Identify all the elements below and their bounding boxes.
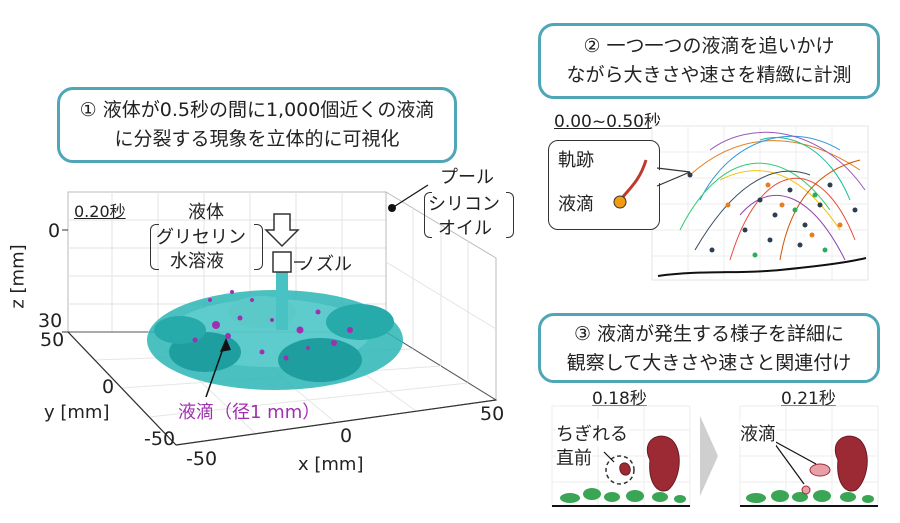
- snapshot-left-label-line2: 直前: [556, 444, 592, 470]
- y-tick-neg50: -50: [144, 428, 176, 450]
- x-axis-label: x [mm]: [298, 454, 364, 475]
- liquid-type-bracket-right: [254, 224, 263, 270]
- tracking-legend: [548, 140, 660, 230]
- y-tick-50: 50: [40, 329, 65, 351]
- callout-visualization: ① 液体が0.5秒の間に1,000個近くの液滴 に分裂する現象を立体的に可視化: [57, 87, 457, 163]
- callout-observation-line2: 観察して大きさや速さと関連付け: [566, 352, 852, 374]
- z-tick-0: 0: [48, 220, 61, 242]
- pool-type-line2: オイル: [438, 218, 492, 239]
- y-tick-0: 0: [102, 376, 115, 398]
- legend-droplet-label: 液滴: [558, 194, 594, 215]
- snapshot-right-label: 液滴: [740, 420, 776, 446]
- pool-type-bracket-right: [506, 192, 514, 238]
- liquid-type-line2: 水溶液: [170, 251, 224, 272]
- callout-visualization-line2: に分裂する現象を立体的に可視化: [114, 128, 400, 150]
- nozzle-label: ノズル: [298, 254, 352, 275]
- y-axis-label: y [mm]: [44, 402, 110, 423]
- callout-observation: ③ 液滴が発生する様子を詳細に 観察して大きさや速さと関連付け: [538, 313, 880, 383]
- callout-tracking-line2: ながら大きさや速さを精緻に計測: [566, 64, 852, 86]
- x-tick-neg50: -50: [186, 448, 218, 470]
- pool-type-bracket-left: [424, 192, 432, 238]
- x-tick-50: 50: [480, 403, 505, 425]
- main-plot-time: 0.20秒: [74, 202, 126, 221]
- snapshot-left-time: 0.18秒: [592, 389, 647, 409]
- callout-tracking: ② 一つ一つの液滴を追いかけ ながら大きさや速さを精緻に計測: [538, 23, 880, 99]
- liquid-type-bracket-left: [150, 224, 159, 270]
- liquid-type-line1: グリセリン: [156, 227, 246, 248]
- pool-type-line1: シリコン: [428, 194, 500, 215]
- callout-visualization-line1: ① 液体が0.5秒の間に1,000個近くの液滴: [79, 99, 435, 121]
- callout-tracking-line1: ② 一つ一つの液滴を追いかけ: [583, 35, 835, 57]
- x-tick-0: 0: [340, 425, 353, 447]
- snapshot-right-time: 0.21秒: [781, 389, 836, 409]
- tracking-plot-time: 0.00~0.50秒: [554, 112, 661, 132]
- callout-observation-line1: ③ 液滴が発生する様子を詳細に: [573, 323, 845, 345]
- legend-trajectory-label: 軌跡: [558, 150, 594, 171]
- pool-label: プール: [440, 167, 494, 188]
- droplet-label: 液滴（径1 mm）: [178, 402, 321, 423]
- z-tick-30: 30: [38, 310, 63, 332]
- liquid-label: 液体: [188, 202, 224, 223]
- snapshot-left-label-line1: ちぎれる: [556, 420, 628, 446]
